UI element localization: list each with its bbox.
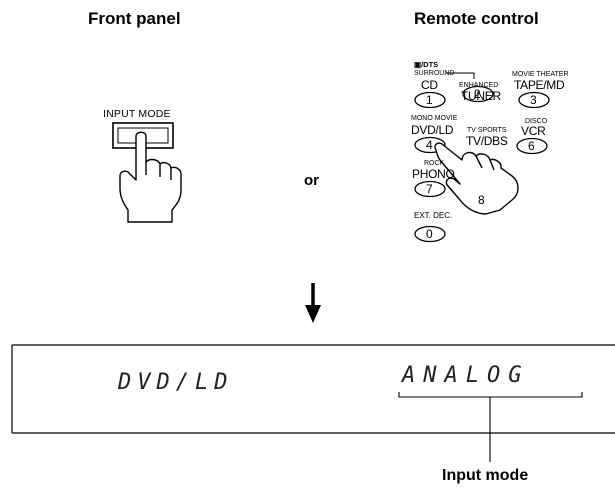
ext-dec-label: EXT. DEC.: [414, 211, 453, 220]
remote-button-6[interactable]: [516, 137, 548, 155]
dvd-ld-label: DVD/LD: [411, 123, 454, 137]
disco-label: DISCO: [525, 118, 548, 125]
surround-dts-label: ▣/DTS: [414, 60, 439, 69]
display-input-mode-text: ANALOG: [402, 363, 530, 388]
down-arrow-icon: [305, 283, 321, 323]
hand-icon-remote: [434, 142, 519, 215]
input-mode-bracket: [398, 392, 583, 462]
button-4-number: 4: [426, 138, 433, 152]
vcr-label: VCR: [521, 124, 546, 138]
remote-button-7[interactable]: [414, 180, 446, 198]
phono-label: PHONO: [412, 167, 455, 181]
display-panel: [11, 344, 615, 434]
button-8-number: 8: [478, 193, 485, 207]
input-mode-caption: Input mode: [442, 467, 529, 484]
button-2-number: 2: [474, 87, 481, 101]
or-connector: or: [304, 172, 319, 189]
tv-dbs-label: TV/DBS: [466, 134, 508, 148]
tv-sports-label: TV SPORTS: [467, 127, 507, 134]
remote-button-0[interactable]: [414, 225, 446, 243]
mono-movie-label: MONO MOVIE: [411, 115, 458, 122]
cd-label: CD: [421, 78, 438, 92]
remote-button-2[interactable]: [462, 85, 494, 103]
remote-button-3[interactable]: [518, 91, 550, 109]
remote-control-heading: Remote control: [414, 9, 539, 28]
remote-button-1[interactable]: [414, 91, 446, 109]
enhanced-label: ENHANCED: [459, 82, 499, 89]
surround-label: SURROUND: [414, 70, 455, 77]
button-0-number: 0: [426, 227, 433, 241]
button-1-number: 1: [426, 93, 433, 107]
hand-icon-front: [119, 131, 182, 223]
movie-theater-label: MOVIE THEATER: [512, 71, 569, 78]
display-source-text: DVD/LD: [118, 370, 234, 395]
tape-md-label: TAPE/MD: [514, 78, 565, 92]
button-6-number: 6: [528, 139, 535, 153]
input-mode-button-label: INPUT MODE: [103, 108, 171, 120]
tuner-label: TUNER: [461, 89, 501, 103]
front-panel-heading: Front panel: [88, 9, 181, 28]
button-3-number: 3: [530, 93, 537, 107]
rock-label: ROCK: [424, 160, 445, 167]
button-7-number: 7: [426, 182, 433, 196]
